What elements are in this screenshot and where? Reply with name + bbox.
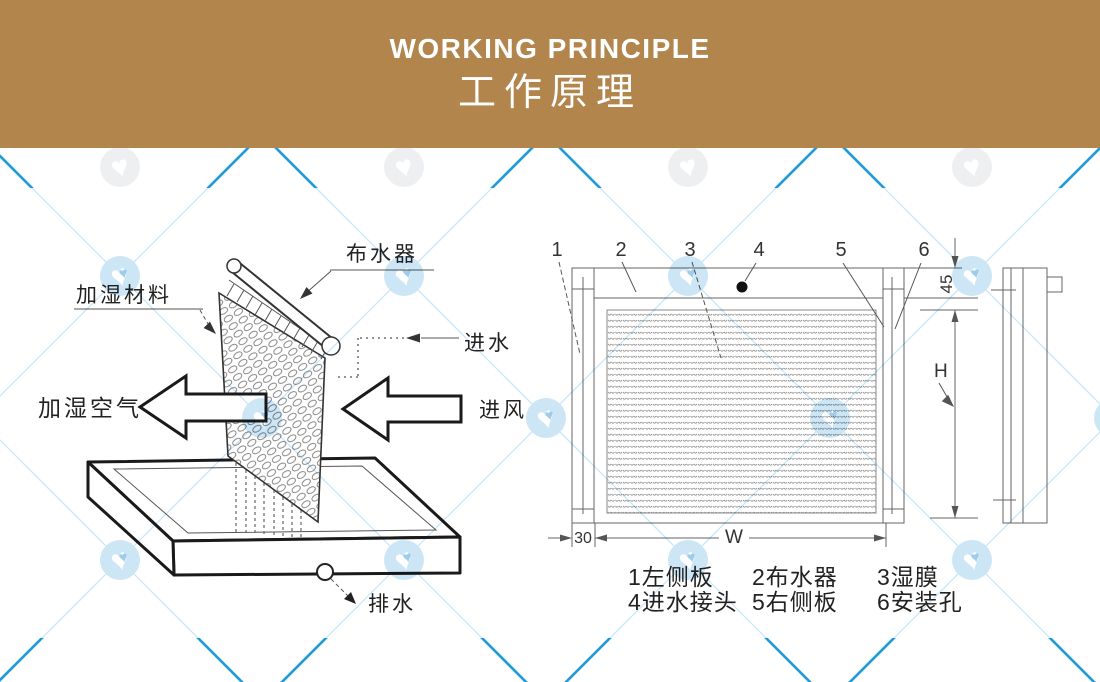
dimension-W-30: W 30 xyxy=(548,523,887,548)
callout-6: 6 xyxy=(918,239,929,261)
parts-legend: 1左侧板 2布水器 3湿膜 4进水接头 5右侧板 6安装孔 xyxy=(628,564,963,615)
dim-45-text: 45 xyxy=(937,275,956,294)
drain-text: 排水 xyxy=(368,593,416,616)
callout-4: 4 xyxy=(753,239,764,261)
label-water-distributor: 布水器 xyxy=(300,243,434,299)
front-view-membrane xyxy=(606,309,877,514)
header-banner: WORKING PRINCIPLE 工作原理 xyxy=(0,0,1100,148)
legend-item-3: 3湿膜 xyxy=(877,564,939,590)
water-inlet-text: 进水 xyxy=(464,332,512,355)
dim-H-text: H xyxy=(934,361,948,382)
legend-item-4: 4进水接头 xyxy=(628,589,738,615)
callout-3: 3 xyxy=(684,239,695,261)
label-water-inlet: 进水 xyxy=(337,332,512,378)
inlet-connector-dot xyxy=(736,281,748,293)
dim-30-text: 30 xyxy=(574,530,592,547)
page-title-en: WORKING PRINCIPLE xyxy=(389,33,711,64)
legend-item-2: 2布水器 xyxy=(752,564,838,590)
right-technical-drawing: 1 2 3 4 5 6 45 xyxy=(548,238,1063,615)
arrowhead-icon xyxy=(203,321,216,334)
side-view xyxy=(991,267,1063,524)
legend-item-5: 5右侧板 xyxy=(752,589,838,615)
arrowhead-icon xyxy=(406,333,420,343)
page-title-zh: 工作原理 xyxy=(457,72,642,115)
dotted-water-line xyxy=(337,337,404,378)
callout-5: 5 xyxy=(835,239,846,261)
dim-W-text: W xyxy=(725,527,743,548)
dimension-H: H xyxy=(920,309,978,519)
left-principle-diagram: 布水器 加湿材料 加湿空气 进风 xyxy=(38,243,527,616)
water-distributor-text: 布水器 xyxy=(346,243,418,266)
legend-item-1: 1左侧板 xyxy=(628,564,714,590)
humidifying-material-text: 加湿材料 xyxy=(76,284,172,307)
arrowhead-icon xyxy=(344,592,356,604)
legend-item-6: 6安装孔 xyxy=(877,589,963,615)
humidified-air-text: 加湿空气 xyxy=(38,395,142,421)
air-inlet-arrow: 进风 xyxy=(340,375,527,443)
callout-1: 1 xyxy=(551,239,562,261)
dimension-45: 45 xyxy=(904,238,978,299)
callout-2: 2 xyxy=(615,239,626,261)
label-humidifying-material: 加湿材料 xyxy=(74,284,216,334)
air-inlet-text: 进风 xyxy=(479,399,527,422)
